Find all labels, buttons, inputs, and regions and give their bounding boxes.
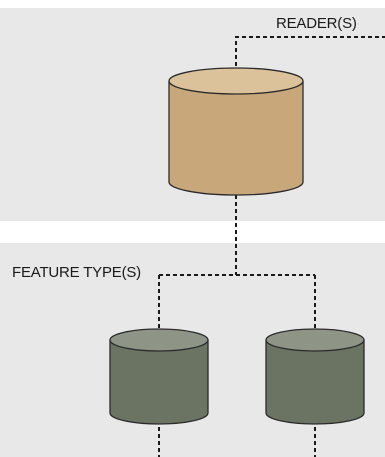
- reader-input-connector: [236, 37, 385, 73]
- feature-type-cylinder-right-icon: [266, 329, 364, 424]
- feature-type-cylinder-left-icon: [110, 329, 208, 424]
- reader-section-label: READER(S): [276, 15, 357, 32]
- reader-cylinder-icon: [169, 68, 303, 195]
- feature-type-section-label: FEATURE TYPE(S): [12, 264, 141, 281]
